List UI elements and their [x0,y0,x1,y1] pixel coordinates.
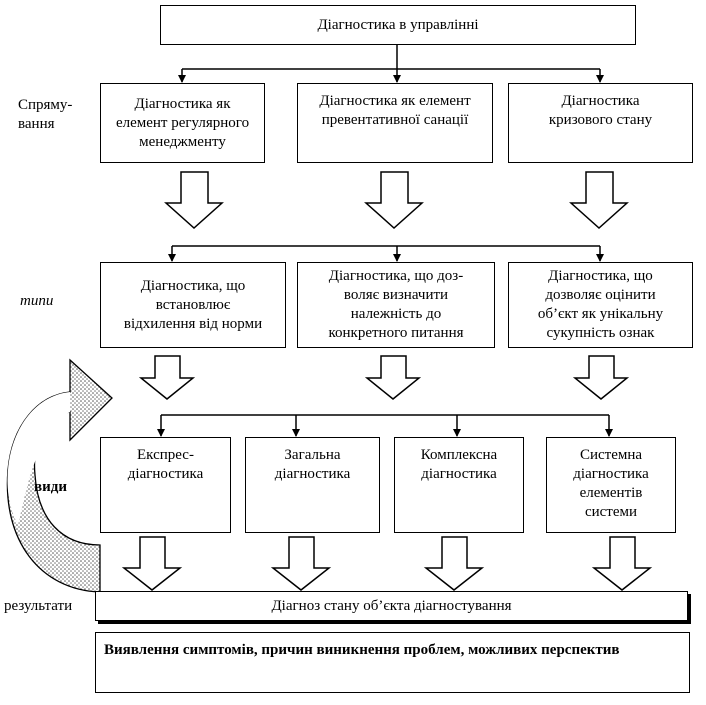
kind-box-systemic: Системна діагностика елементів системи [546,437,676,533]
direction-box-crisis-state: Діагностика кризового стану [508,83,693,163]
label-typy: типи [20,293,54,309]
hollow-down-arrow-icon [364,171,424,230]
hollow-down-arrow-icon [138,355,196,400]
hollow-arrows-row-2 [138,355,630,400]
title-box: Діагностика в управлінні [160,5,636,45]
connectors-level-3 [157,414,613,437]
direction-box-preventive-sanation: Діагностика як елемент превентативної са… [297,83,493,163]
type-box-belonging: Діагностика, що доз- воляє визначити нал… [297,262,495,348]
result-detail-box: Виявлення симптомів, причин виникнення п… [95,632,690,693]
hollow-down-arrow-icon [164,171,224,230]
kind-box-express: Експрес- діагностика [100,437,231,533]
type-box-deviation: Діагностика, що встановлює відхилення ві… [100,262,286,348]
kind-box-complex: Комплексна діагностика [394,437,524,533]
connectors-level-1 [178,45,604,83]
hollow-arrows-row-1 [164,171,629,230]
hollow-down-arrow-icon [572,355,630,400]
result-diagnosis-box: Діагноз стану об’єкта діагностування [95,591,688,621]
connectors-level-2 [168,245,604,262]
hollow-arrows-row-3 [121,536,653,591]
direction-box-regular-management: Діагностика як елемент регулярного менед… [100,83,265,163]
label-rezultaty: результати [4,598,73,614]
hollow-down-arrow-icon [423,536,485,591]
hollow-down-arrow-icon [270,536,332,591]
hollow-down-arrow-icon [591,536,653,591]
label-napryamuvannya: Спряму- вання [18,97,73,132]
type-box-unique-set: Діагностика, що дозволяє оцінити об’єкт … [508,262,693,348]
hollow-down-arrow-icon [121,536,183,591]
title-text: Діагностика в управлінні [317,16,479,33]
hollow-down-arrow-icon [569,171,629,230]
hollow-down-arrow-icon [364,355,422,400]
kind-box-general: Загальна діагностика [245,437,380,533]
feedback-curved-arrow-icon [6,358,113,593]
label-vydy: види [34,479,67,495]
